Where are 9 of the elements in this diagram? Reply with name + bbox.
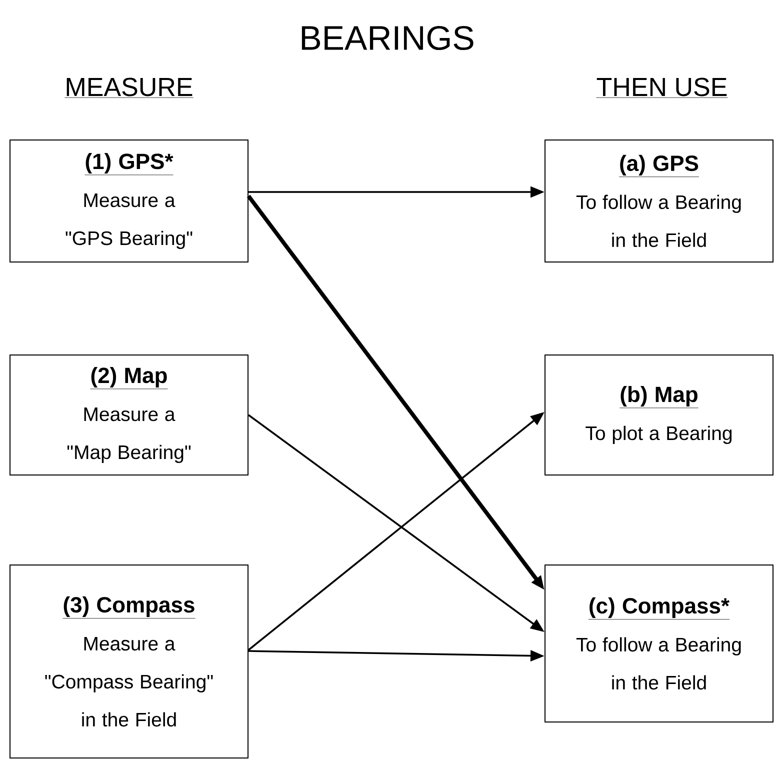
box: (c) Compass* To follow a Bearing in the Field	[544, 564, 774, 722]
box: (3) Compass Measure a "Compass Bearing" in the Field	[10, 564, 248, 758]
box: (b) Map To plot a Bearing	[544, 354, 774, 476]
box: (2) Map Measure a "Map Bearing"	[10, 354, 248, 476]
column-heading: THEN USE	[596, 78, 728, 98]
box: (a) GPS To follow a Bearing in the Field	[544, 140, 774, 262]
box: (1) GPS* Measure a "GPS Bearing"	[10, 140, 248, 262]
title: BEARINGS	[302, 26, 474, 50]
column-heading: MEASURE	[64, 78, 194, 98]
